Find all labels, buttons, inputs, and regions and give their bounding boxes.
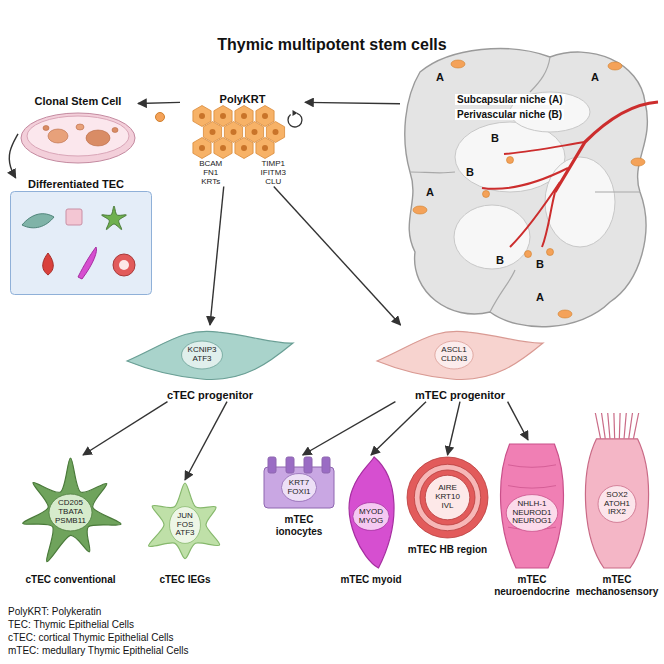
arrow-connector — [9, 134, 18, 178]
glossary-entry: TEC: Thymic Epithelial Cells — [8, 619, 134, 630]
marker-genes: KRT7 FOXI1 — [287, 479, 310, 497]
tec-panel: Differentiated TEC — [10, 178, 152, 297]
petri-dish: Clonal Stem Cell — [18, 95, 138, 166]
medullary-cell: AIRE KRT10 IVL mTEC HB region — [405, 455, 490, 556]
arrow-connector — [448, 402, 461, 455]
cell-label: mTEC ionocytes — [262, 514, 336, 537]
cortical-cell: CD205 TBATA PSMB11 cTEC conventional — [8, 455, 133, 586]
cortical-cell: JUN FOS ATF3 cTEC IEGs — [135, 480, 235, 586]
marker-genes: TIMP1 IFITM3 CLU — [261, 160, 286, 187]
single-cell — [156, 113, 165, 122]
cell-label: cTEC IEGs — [135, 574, 235, 586]
cell-label: mTEC progenitor — [375, 389, 545, 402]
arrow-connector — [303, 402, 396, 455]
cell-label: PolyKRT — [180, 93, 305, 106]
region-letter: B — [536, 258, 544, 270]
cell-label: cTEC progenitor — [125, 389, 295, 402]
medullary-cell: SOX2 ATOH1 IRX2 mTEC mechanosensory — [576, 410, 658, 597]
glossary-entry: PolyKRT: Polykeratin — [8, 606, 101, 617]
region-letter: B — [466, 166, 474, 178]
arrow-connector — [508, 402, 528, 440]
medullary-cell: NHLH-1 NEUROD1 NEUROG1 mTEC neuroendocrin… — [492, 440, 572, 597]
region-letter: A — [426, 186, 434, 198]
dish-shape — [18, 108, 138, 164]
cell-label: cTEC conventional — [8, 574, 133, 586]
cell-label: mTEC myoid — [340, 574, 402, 586]
marker-genes: JUN FOS ATF3 — [176, 512, 195, 539]
niche-label: Perivascular niche (B) — [455, 109, 564, 120]
region-letter: B — [491, 132, 499, 144]
marker-genes: MYOD MYOG — [359, 508, 383, 526]
glossary-entry: mTEC: medullary Thymic Epithelial Cells — [8, 645, 188, 656]
medullary-cell: MYOD MYOG mTEC myoid — [340, 455, 402, 586]
cell-label: Differentiated TEC — [10, 178, 152, 191]
arrow-connector — [138, 102, 180, 103]
arrow-connector — [83, 402, 168, 455]
cell-label: mTEC HB region — [405, 544, 490, 556]
marker-genes: KCNIP3 ATF3 — [188, 346, 217, 364]
cell-label: Clonal Stem Cell — [18, 95, 138, 108]
arrow-connector — [371, 402, 426, 455]
marker-genes: AIRE KRT10 IVL — [435, 484, 460, 511]
region-letter: B — [496, 254, 504, 266]
marker-genes: SOX2 ATOH1 IRX2 — [604, 491, 630, 518]
thymus-organ: Subcapsular niche (A) Perivascular niche … — [400, 42, 658, 336]
progenitor-cell: ASCL1 CLDN3 mTEC progenitor — [375, 325, 545, 402]
arrow-connector — [185, 402, 227, 480]
diffbox-shape — [10, 191, 152, 295]
arrow-connector — [210, 187, 224, 326]
glossary-entry: cTEC: cortical Thymic Epithelial Cells — [8, 632, 173, 643]
marker-genes: NHLH-1 NEUROD1 NEUROG1 — [512, 500, 552, 527]
cell-cluster: PolyKRT BCAM FN1 KRTs TIMP1 IFITM3 CLU — [180, 93, 305, 187]
diagram-title: Thymic multipotent stem cells — [0, 36, 664, 54]
arrow-connector — [274, 187, 401, 326]
thymus-shape — [400, 42, 658, 334]
niche-label: Subcapsular niche (A) — [455, 94, 565, 105]
cell-label: mTEC neuroendocrine — [492, 574, 572, 597]
cluster-shape — [180, 106, 305, 158]
medullary-cell: KRT7 FOXI1 mTEC ionocytes — [262, 455, 336, 537]
region-letter: A — [436, 71, 444, 83]
region-letter: A — [536, 291, 544, 303]
marker-genes: ASCL1 CLDN3 — [441, 346, 467, 364]
marker-genes: CD205 TBATA PSMB11 — [55, 499, 86, 526]
progenitor-cell: KCNIP3 ATF3 cTEC progenitor — [125, 325, 295, 402]
cell-label: mTEC mechanosensory — [576, 574, 658, 597]
marker-genes: BCAM FN1 KRTs — [199, 160, 222, 187]
arrow-connector — [305, 102, 400, 103]
region-letter: A — [591, 71, 599, 83]
